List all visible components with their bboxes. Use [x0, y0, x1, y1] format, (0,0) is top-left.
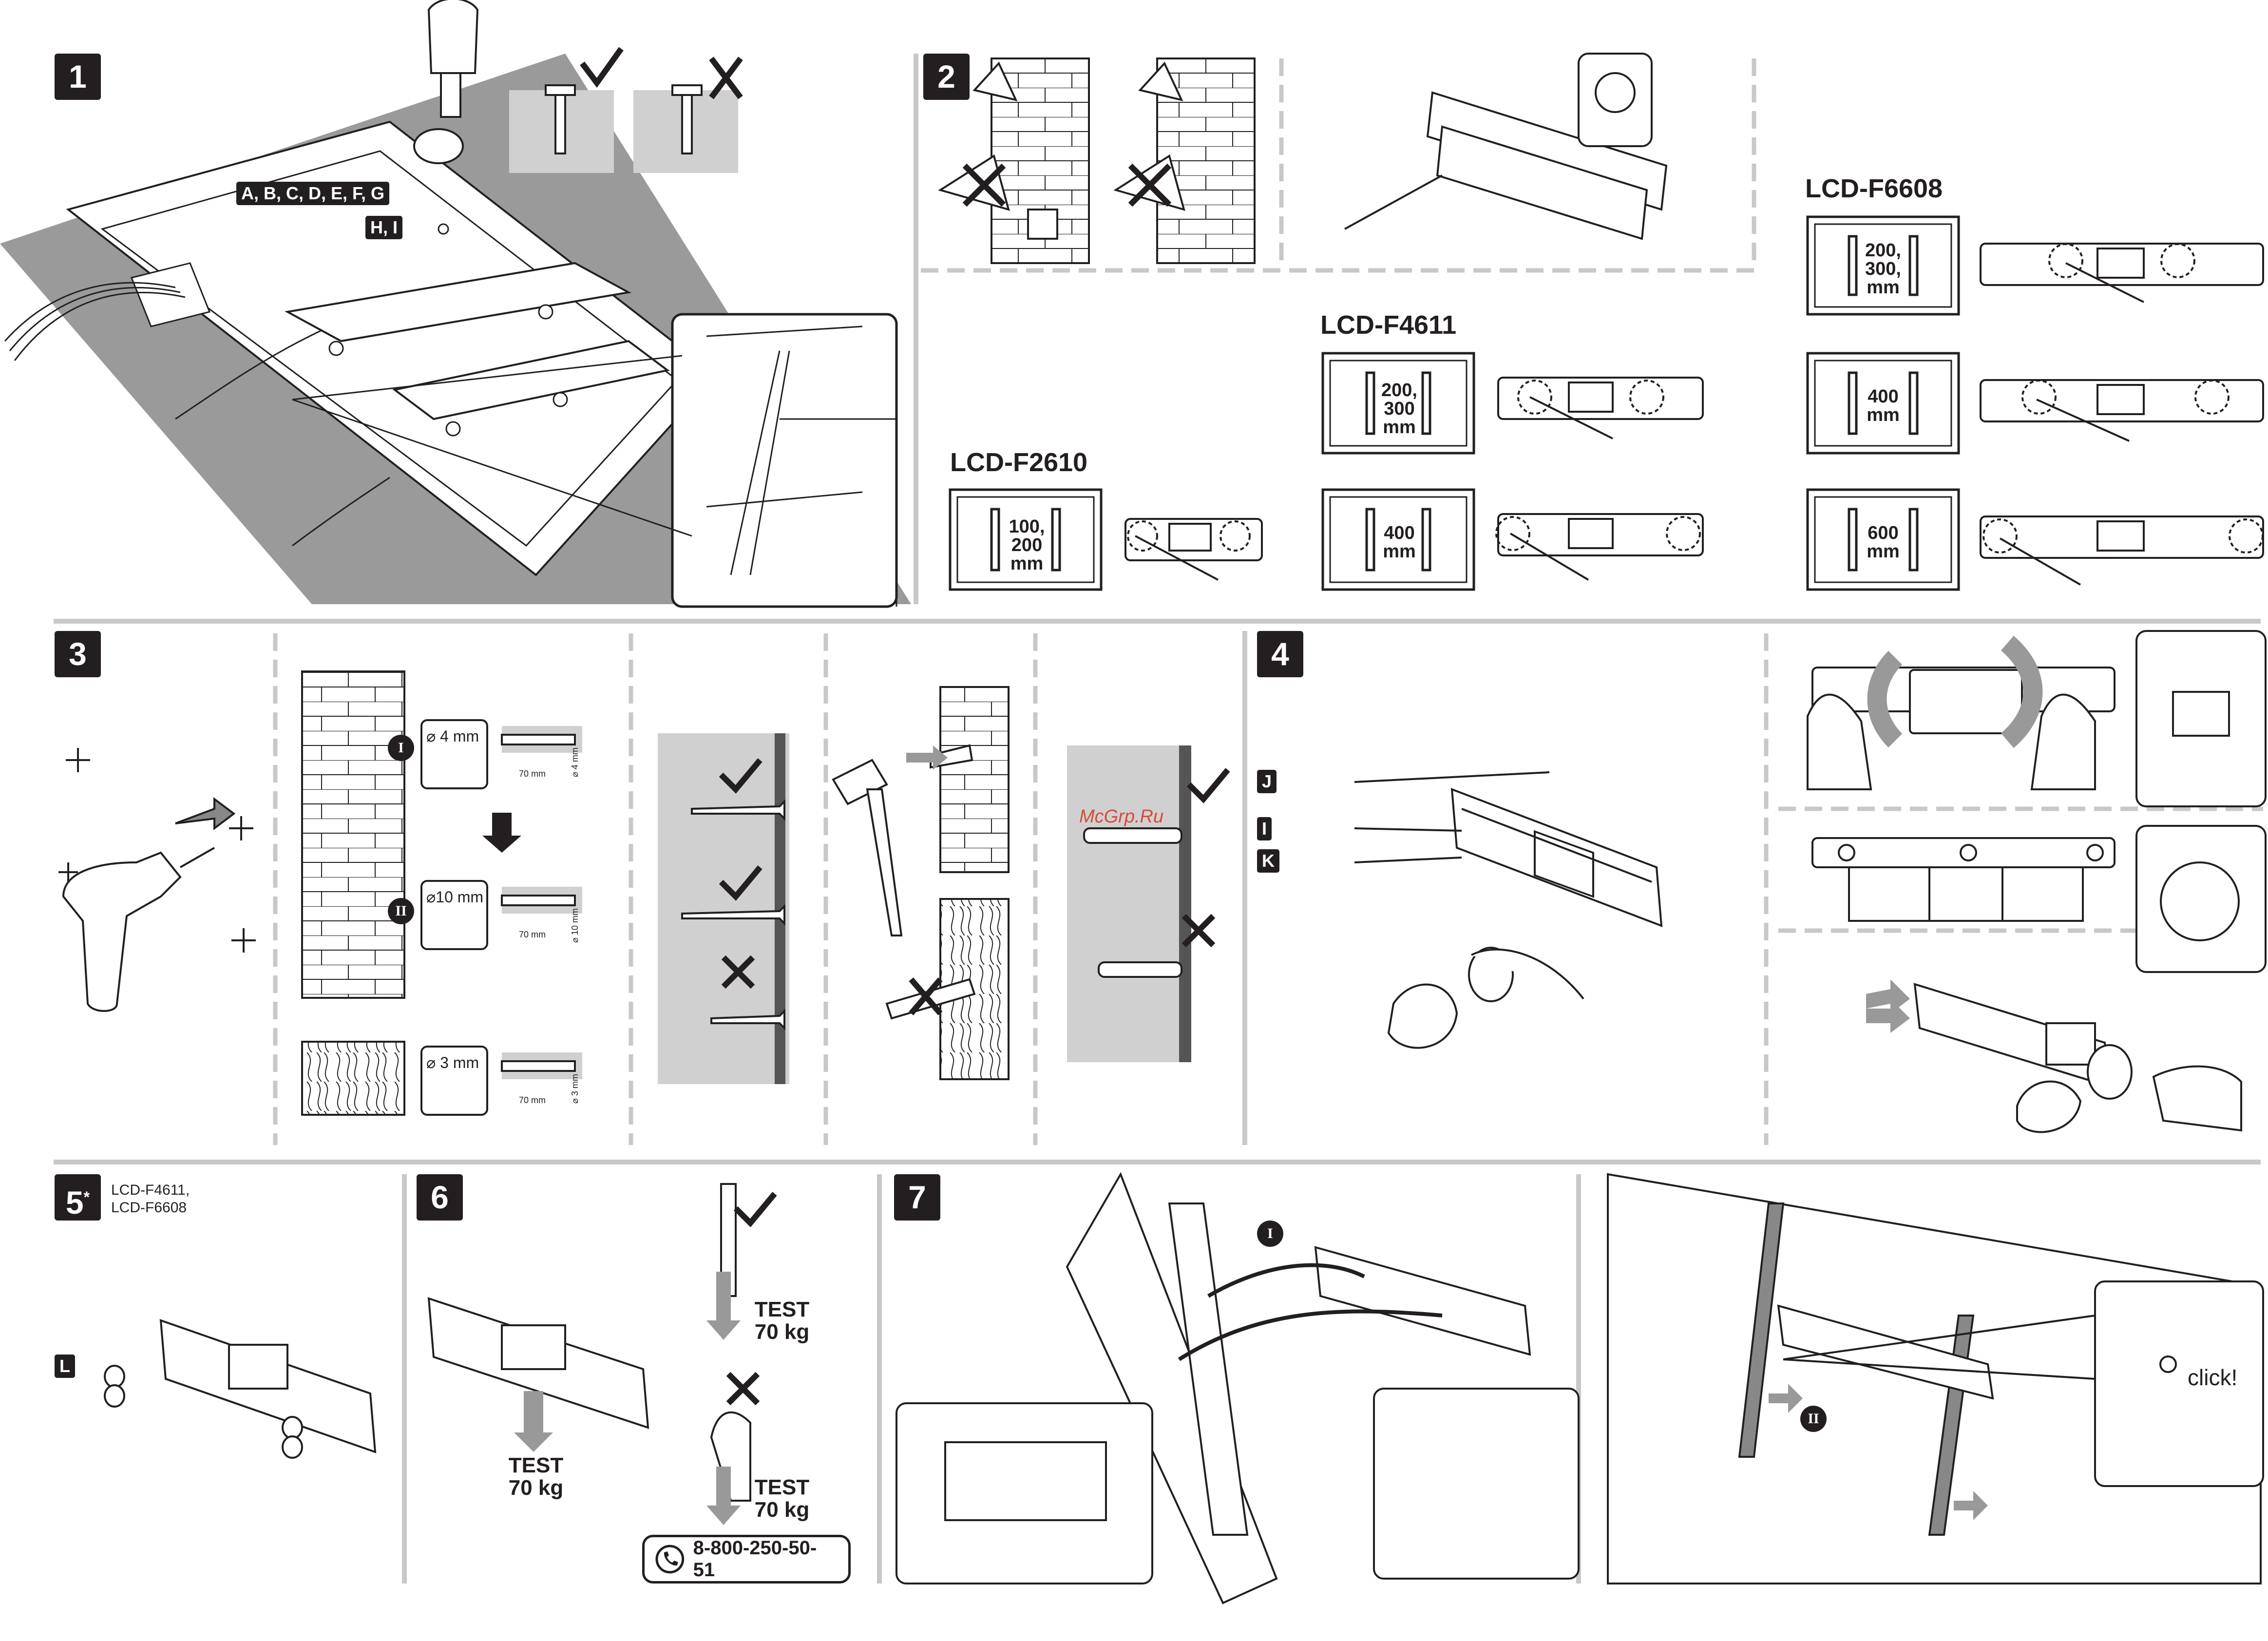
drill-size-3mm: ⌀ 3 mm: [426, 1053, 479, 1072]
size-f6608-b: 400 mm: [1856, 387, 1910, 424]
watermark: McGrp.Ru: [1079, 806, 1163, 827]
step2-level: [1345, 54, 1666, 239]
drill-size-4mm: ⌀ 4 mm: [426, 727, 479, 745]
step-1-badge: 1: [55, 54, 101, 100]
drill-step-roman-2: II: [388, 898, 414, 924]
test-load-label-3: TEST 70 kg: [748, 1476, 816, 1521]
support-phone-number: 8-800-250-50-51: [693, 1537, 838, 1581]
model-title-f6608: LCD-F6608: [1805, 173, 1943, 204]
size-f4611-a: 200, 300 mm: [1375, 381, 1424, 437]
drill-step-roman-1: I: [388, 735, 414, 761]
part-tag-k: K: [1257, 849, 1279, 873]
step6-bracket: [429, 1184, 750, 1501]
click-label: click!: [2188, 1364, 2237, 1391]
part-tag-j: J: [1257, 770, 1277, 793]
drill-depth-1: 70 mm: [519, 769, 546, 779]
mount-step-roman-2: II: [1800, 1406, 1827, 1432]
size-f4611-b: 400 mm: [1375, 524, 1424, 561]
size-f2610-a: 100, 200 mm: [1001, 517, 1052, 573]
part-tag-i: I: [1257, 817, 1272, 840]
step7-tv: [896, 1174, 1579, 1603]
drill-diameter-2: ⌀ 10 mm: [570, 908, 580, 943]
model-title-f4611: LCD-F4611: [1320, 310, 1456, 340]
step4-bracket: [1354, 772, 1661, 1048]
wood-wall: [302, 1042, 404, 1115]
drill-size-10mm: ⌀10 mm: [426, 888, 483, 906]
down-arrow: [482, 813, 521, 853]
drill-depth-2: 70 mm: [519, 930, 546, 940]
step1-tv-illustration: [0, 0, 911, 607]
step5-bracket: [105, 1320, 375, 1458]
step2-warnings: [940, 58, 1255, 263]
step7-mount: [1608, 1174, 2263, 1584]
drill-diameter-1: ⌀ 4 mm: [570, 747, 580, 777]
step3-drill: [58, 748, 256, 1011]
test-load-label-2: TEST 70 kg: [748, 1298, 816, 1343]
step-6-badge: 6: [417, 1174, 463, 1221]
test-load-label-1: TEST 70 kg: [502, 1454, 570, 1499]
step-3-badge: 3: [55, 631, 101, 677]
wall-panel-gray: [658, 733, 789, 1084]
step-5-number: 5: [66, 1184, 84, 1221]
mount-step-roman-1: I: [1257, 1221, 1283, 1247]
drill-diameter-3: ⌀ 3 mm: [570, 1074, 580, 1104]
step-5-badge: 5*: [55, 1174, 101, 1221]
phone-icon: [655, 1545, 685, 1574]
step-5-asterisk: *: [84, 1188, 90, 1206]
step2-model-frames: [950, 217, 1959, 590]
brick-wall: [302, 671, 404, 998]
step-4-badge: 4: [1257, 631, 1303, 677]
step4-tighten: [1915, 984, 2241, 1132]
step5-models-note: LCD-F4611, LCD-F6608: [111, 1182, 218, 1217]
support-phone-box: 8-800-250-50-51: [642, 1535, 851, 1584]
step4-level: [1812, 826, 2266, 972]
part-tag-l: L: [55, 1355, 75, 1378]
screw-set-label-2: H, I: [365, 216, 402, 239]
size-f6608-c: 600 mm: [1856, 524, 1910, 561]
step-7-badge: 7: [894, 1174, 940, 1221]
hammer: [833, 687, 1009, 1079]
drill-depth-3: 70 mm: [519, 1095, 546, 1106]
model-title-f2610: LCD-F2610: [950, 447, 1087, 477]
size-f6608-a: 200, 300, mm: [1856, 241, 1910, 297]
step4-rotate: [1808, 631, 2266, 806]
screw-set-label-1: A, B, C, D, E, F, G: [236, 182, 389, 205]
step-2-badge: 2: [923, 54, 970, 100]
step2-bracket-drawings: [1125, 244, 2263, 585]
